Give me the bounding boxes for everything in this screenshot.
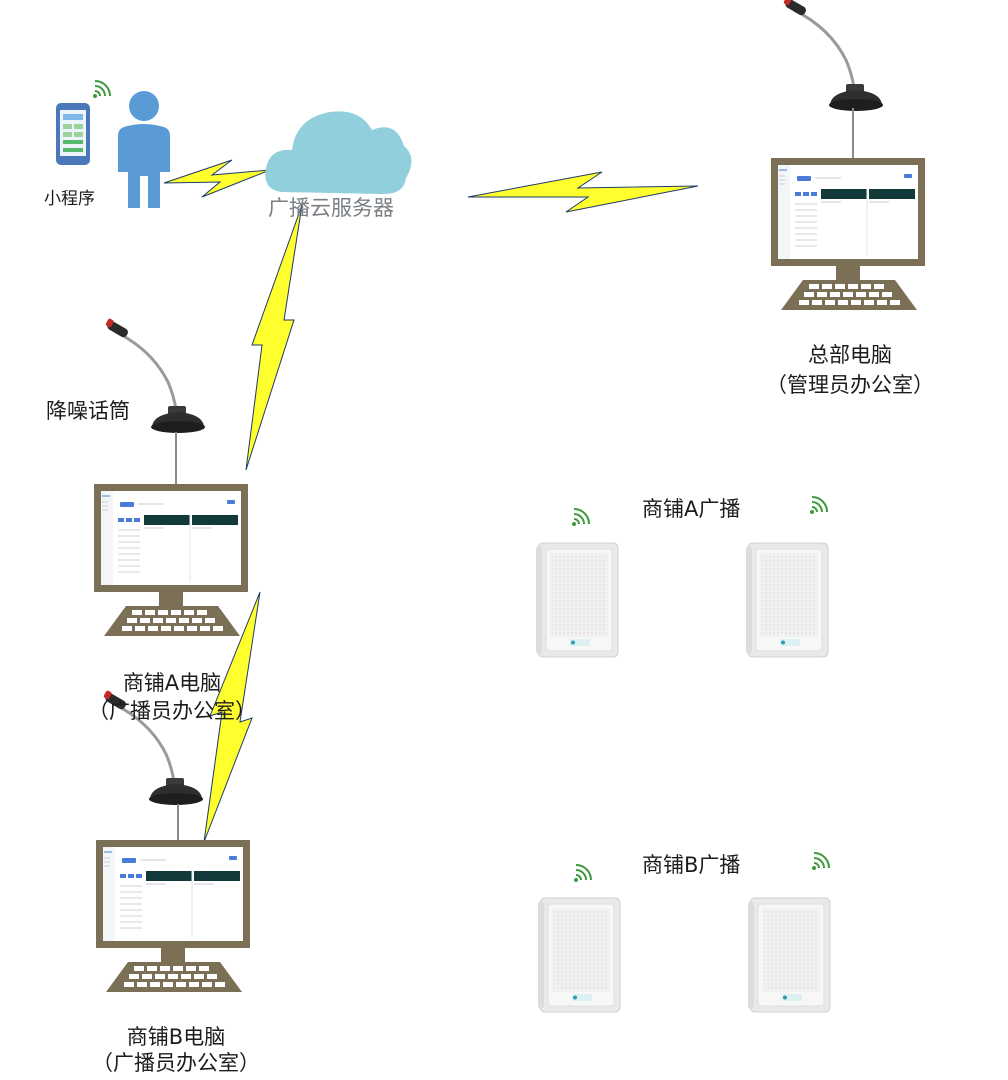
- noise-mic-label: 降噪话筒: [46, 399, 130, 423]
- store-b-speaker-2-icon: [747, 897, 831, 1013]
- store-b-speaker-1-icon: [537, 897, 621, 1013]
- cloud-server-label: 广播云服务器: [268, 196, 394, 220]
- link-cloud-hq: [467, 171, 699, 213]
- store-a-microphone-icon: [103, 316, 207, 484]
- store-b-computer-icon: [95, 839, 251, 993]
- store-b-wifi-2-icon: [811, 852, 830, 871]
- cloud-icon: [265, 111, 412, 194]
- hq-pc-label: 总部电脑: [808, 343, 892, 367]
- store-b-pc-label: 商铺B电脑: [126, 1025, 226, 1049]
- store-a-room-label: （广播员办公室）: [88, 699, 256, 723]
- link-cloud-store-a: [245, 204, 303, 471]
- store-a-wifi-2-icon: [809, 496, 828, 515]
- store-a-pc-label: 商铺A电脑: [122, 671, 222, 695]
- store-a-wifi-1-icon: [571, 508, 590, 527]
- hq-room-label: （管理员办公室）: [766, 373, 934, 397]
- store-b-broadcast-label: 商铺B广播: [642, 853, 741, 877]
- store-b-room-label: （广播员办公室）: [92, 1051, 260, 1075]
- store-b-wifi-1-icon: [573, 864, 592, 883]
- wifi-icon: [92, 80, 111, 99]
- phone-icon: [56, 103, 90, 165]
- store-a-speaker-1-icon: [535, 542, 619, 658]
- link-phone-cloud: [163, 159, 271, 198]
- hq-microphone-icon: [781, 0, 885, 158]
- mini-program-label: 小程序: [44, 189, 95, 209]
- store-a-speaker-2-icon: [745, 542, 829, 658]
- hq-computer-icon: [770, 157, 926, 311]
- store-a-broadcast-label: 商铺A广播: [642, 497, 741, 521]
- person-icon: [118, 91, 170, 208]
- store-a-computer-icon: [93, 483, 249, 637]
- store-b-microphone-icon: [101, 688, 205, 840]
